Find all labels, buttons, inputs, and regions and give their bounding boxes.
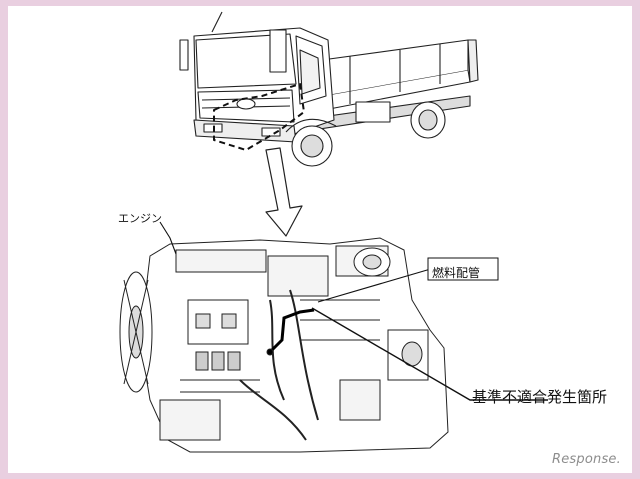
pointer-arrow [265,147,303,237]
nonconformity-location-label: 基準不適合発生箇所 [472,388,608,406]
engine-label: エンジン [118,212,162,225]
leader-lines [159,221,548,401]
truck-illustration [179,11,479,167]
engine-illustration [119,237,449,453]
watermark-logo: Response. [552,452,621,467]
fuel-pipe-label-box [427,257,499,281]
fuel-pipe-label: 燃料配管 [432,266,481,280]
